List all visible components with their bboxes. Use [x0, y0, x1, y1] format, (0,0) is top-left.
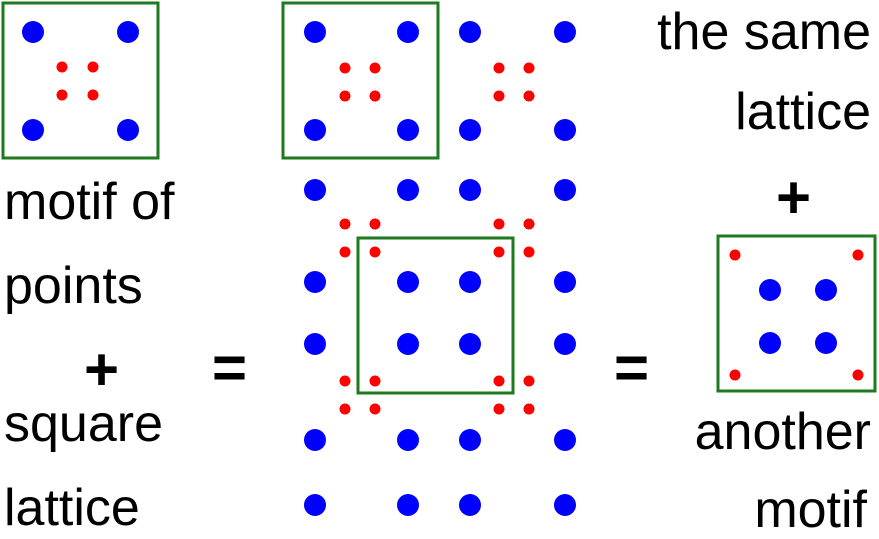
- lattice-point: [554, 333, 576, 355]
- motif-point: [339, 218, 351, 230]
- label-square: square: [4, 395, 163, 453]
- motif-point: [523, 375, 535, 387]
- lattice-point: [397, 271, 419, 293]
- lattice-point: [117, 21, 139, 43]
- lattice-point: [459, 494, 481, 516]
- motif-point: [493, 246, 505, 258]
- motif-point: [339, 62, 351, 74]
- motif-point: [369, 403, 381, 415]
- motif-point: [339, 375, 351, 387]
- label-lattice-left: lattice: [4, 479, 140, 537]
- motif-point: [493, 375, 505, 387]
- motif-point: [523, 246, 535, 258]
- motif-point: [493, 90, 505, 102]
- motif-point: [369, 218, 381, 230]
- motif-point: [852, 249, 864, 261]
- lattice-point: [459, 21, 481, 43]
- lattice-point: [459, 429, 481, 451]
- motif-cell-box: [1, 1, 160, 160]
- motif-point: [729, 249, 741, 261]
- label-points: points: [4, 257, 143, 315]
- plus-sign-left: +: [84, 336, 120, 403]
- motif-point: [523, 218, 535, 230]
- lattice-point: [304, 333, 326, 355]
- lattice-point: [397, 429, 419, 451]
- lattice-point: [759, 332, 781, 354]
- lattice-point: [815, 279, 837, 301]
- motif-point: [523, 403, 535, 415]
- lattice-point: [22, 21, 44, 43]
- lattice-point: [759, 279, 781, 301]
- lattice-point: [397, 119, 419, 141]
- lattice-point: [304, 179, 326, 201]
- lattice-point: [397, 333, 419, 355]
- equals-sign-right: =: [614, 334, 650, 401]
- lattice-point: [459, 271, 481, 293]
- label-motif: motif: [754, 481, 867, 539]
- lattice-point: [117, 119, 139, 141]
- motif-point: [87, 89, 99, 101]
- motif-point: [369, 62, 381, 74]
- motif-point: [369, 375, 381, 387]
- label-lattice-right: lattice: [735, 83, 871, 141]
- motif-point: [56, 61, 68, 73]
- another-motif-cell-box: [716, 234, 877, 393]
- motif-point: [493, 62, 505, 74]
- lattice-point: [554, 271, 576, 293]
- lattice-point: [554, 429, 576, 451]
- motif-point: [493, 218, 505, 230]
- motif-point: [729, 369, 741, 381]
- lattice-point: [304, 271, 326, 293]
- lattice-point: [554, 179, 576, 201]
- plus-sign-right: +: [776, 164, 812, 231]
- lattice-point: [304, 494, 326, 516]
- lattice-point: [304, 21, 326, 43]
- motif-point: [493, 403, 505, 415]
- lattice-point: [554, 21, 576, 43]
- label-motif-of: motif of: [4, 173, 175, 231]
- motif-point: [339, 90, 351, 102]
- equals-sign-left: =: [212, 334, 248, 401]
- motif-point: [523, 62, 535, 74]
- lattice-point: [304, 119, 326, 141]
- lattice-point: [554, 494, 576, 516]
- motif-point: [523, 90, 535, 102]
- lattice-point: [815, 332, 837, 354]
- lattice-cell-box-shifted: [356, 236, 515, 395]
- lattice-point: [459, 179, 481, 201]
- motif-point: [56, 89, 68, 101]
- lattice-point: [397, 21, 419, 43]
- lattice-point: [304, 429, 326, 451]
- lattice-point: [554, 119, 576, 141]
- label-the-same: the same: [657, 3, 871, 61]
- motif-point: [339, 403, 351, 415]
- motif-point: [852, 369, 864, 381]
- lattice-point: [397, 494, 419, 516]
- motif-point: [87, 61, 99, 73]
- motif-point: [369, 90, 381, 102]
- lattice-cell-box-top: [281, 1, 440, 160]
- lattice-point: [397, 179, 419, 201]
- lattice-point: [22, 119, 44, 141]
- lattice-point: [459, 119, 481, 141]
- motif-point: [339, 246, 351, 258]
- motif-point: [369, 246, 381, 258]
- lattice-point: [459, 333, 481, 355]
- label-another: another: [694, 403, 871, 461]
